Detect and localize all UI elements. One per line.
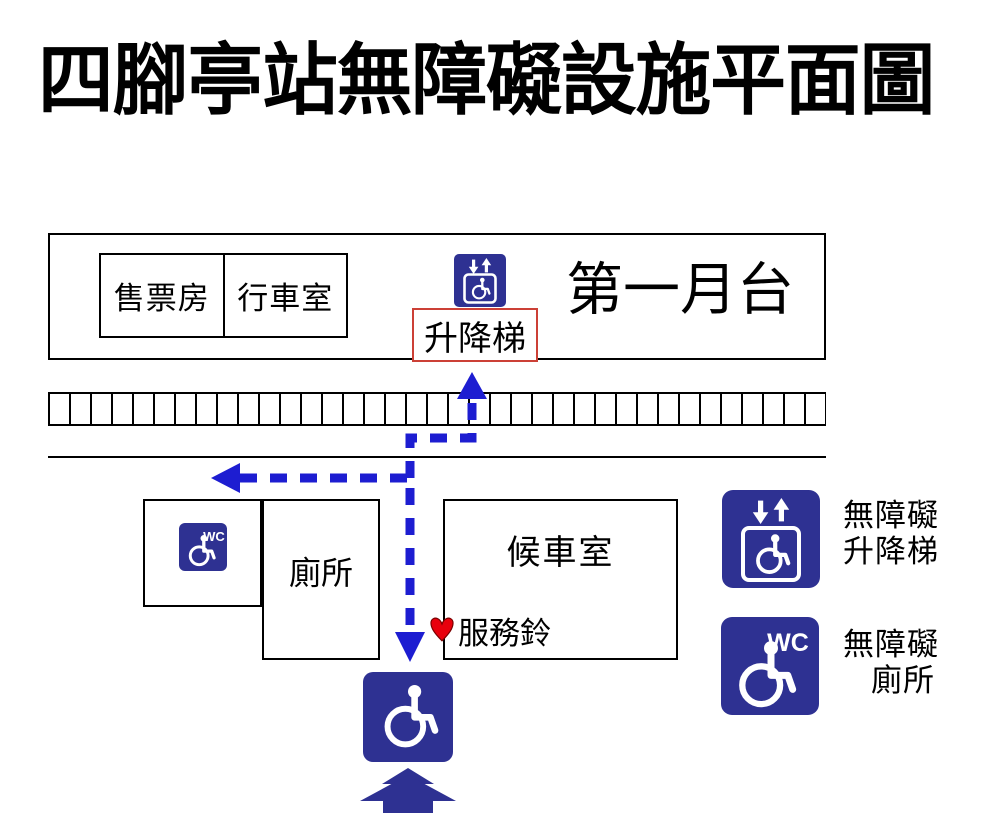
service-bell-label: 服務鈴 <box>458 615 551 651</box>
platform-edge-line <box>48 456 826 458</box>
svg-text:WC: WC <box>203 529 225 544</box>
legend-elevator-icon <box>722 490 820 588</box>
legend-wc-icon: WC <box>721 617 819 715</box>
elevator-icon <box>454 254 506 307</box>
entrance-arrow-icon <box>360 768 456 813</box>
legend-toilet-label: 無障礙 廁所 <box>843 627 963 699</box>
toilet-room-label: 廁所 <box>288 554 353 591</box>
operation-room: 行車室 <box>222 255 347 336</box>
page-title: 四腳亭站無障礙設施平面圖 <box>38 36 935 124</box>
legend-elevator-line1: 無障礙 <box>843 498 939 533</box>
legend-toilet-line1: 無障礙 <box>843 627 939 662</box>
legend-elevator-line2: 升降梯 <box>843 534 939 569</box>
railway-track <box>48 392 826 426</box>
waiting-room: 候車室 <box>443 499 678 660</box>
heart-icon <box>430 617 454 642</box>
station-rooms-box: 售票房 行車室 <box>99 253 348 338</box>
legend-toilet-line2: 廁所 <box>871 663 935 698</box>
accessible-toilet-room: WC <box>143 499 262 607</box>
wheelchair-icon-entrance <box>363 672 453 762</box>
toilet-room: 廁所 <box>262 499 380 660</box>
elevator-label-box: 升降梯 <box>412 308 538 362</box>
ticket-office-room: 售票房 <box>113 281 210 316</box>
waiting-room-label: 候車室 <box>506 534 615 572</box>
platform-1-label: 第一月台 <box>566 258 794 322</box>
service-bell: 服務鈴 <box>430 610 630 651</box>
legend-elevator-label: 無障礙 升降梯 <box>843 498 963 570</box>
wc-icon-small: WC <box>179 523 227 571</box>
